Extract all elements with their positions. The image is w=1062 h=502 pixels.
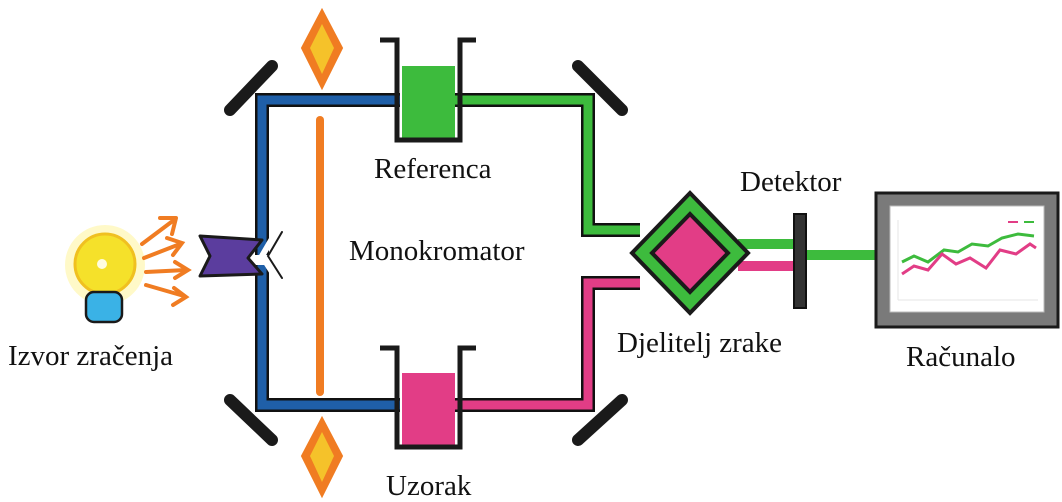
- sample-beam: [455, 276, 640, 412]
- detector-icon: [793, 213, 807, 309]
- emission-arrows-icon: [140, 216, 192, 307]
- computer-label: Računalo: [906, 341, 1016, 373]
- beam-splitter-label: Djelitelj zrake: [617, 327, 783, 359]
- reference-cuvette-icon: [380, 37, 476, 143]
- light-bulb-icon: [65, 225, 145, 324]
- output-beams: [738, 239, 880, 271]
- detector-label: Detektor: [740, 166, 842, 198]
- reference-label: Referenca: [374, 153, 492, 185]
- source-beam: [255, 93, 400, 412]
- computer-monitor-icon: [874, 191, 1060, 329]
- monochromator-label: Monokromator: [349, 235, 525, 267]
- mirror-icon: [224, 60, 628, 446]
- sample-cuvette-icon: [380, 345, 476, 450]
- grating-rotation-icon: [300, 7, 344, 499]
- beam-splitter-icon: [629, 190, 751, 316]
- monochromator-slit-icon: [198, 229, 283, 281]
- source-label: Izvor zračenja: [8, 340, 174, 372]
- reference-beam: [455, 93, 640, 237]
- sample-label: Uzorak: [386, 470, 472, 502]
